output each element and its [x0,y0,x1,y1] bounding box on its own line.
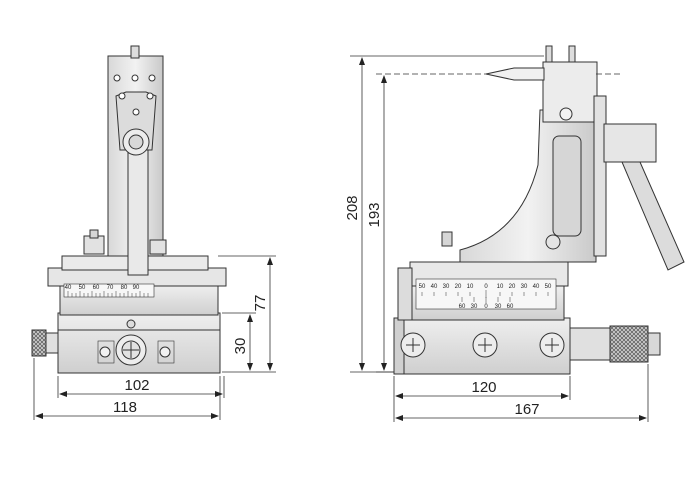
front-scale-ticks [67,291,149,297]
side-scale-top-label-6: 10 [497,284,504,290]
front-scale-label-2: 60 [93,285,100,291]
front-dimensions [33,255,276,420]
dim-label-167: 167 [514,401,539,418]
side-micrometer-sleeve [569,327,611,361]
side-handle-block [603,123,657,163]
dim-label-120: 120 [471,379,496,396]
front-scale-label-3: 70 [107,285,114,291]
side-scale-top-label-8: 30 [521,284,528,290]
dim-label-30: 30 [232,338,249,355]
side-head-block [542,61,598,123]
side-scale-top-label-2: 30 [443,284,450,290]
front-scale-label-0: 40 [65,285,72,291]
side-dimensions [350,55,649,422]
side-scale-bottom-label-0: 60 [459,304,466,310]
side-scale-top-label-1: 40 [431,284,438,290]
side-scale-bottom-label-1: 30 [471,304,478,310]
side-scale-top-label-9: 40 [533,284,540,290]
side-stylus-tip [485,67,545,81]
side-scale-top-label-5: 0 [484,284,488,290]
side-scale-top-label-0: 50 [419,284,426,290]
front-scale-strip [63,283,155,298]
side-scale-bottom-label-3: 30 [495,304,502,310]
side-scale-bottom-label-4: 60 [507,304,514,310]
front-scale-label-4: 80 [121,285,128,291]
side-view: 50 40 30 20 10 0 10 20 30 40 50 60 30 0 … [393,45,685,375]
dim-label-77: 77 [252,295,269,312]
front-knob [31,329,47,357]
side-scale-bottom-label-2: 0 [484,304,488,310]
dim-label-208: 208 [344,195,361,220]
side-micrometer-knob [609,325,649,363]
front-scale-label-5: 90 [133,285,140,291]
side-scale-top-label-7: 20 [509,284,516,290]
front-scale-label-1: 50 [79,285,86,291]
side-scale-top-label-3: 20 [455,284,462,290]
front-view: 40 50 60 70 80 90 [31,45,227,374]
dim-label-118: 118 [113,399,137,416]
side-scale-top-label-10: 50 [545,284,552,290]
side-scale-ticks [421,290,549,303]
dim-label-193: 193 [366,202,383,227]
dim-label-102: 102 [124,377,149,394]
side-scale-top-label-4: 10 [467,284,474,290]
side-handle-lever [621,161,685,271]
